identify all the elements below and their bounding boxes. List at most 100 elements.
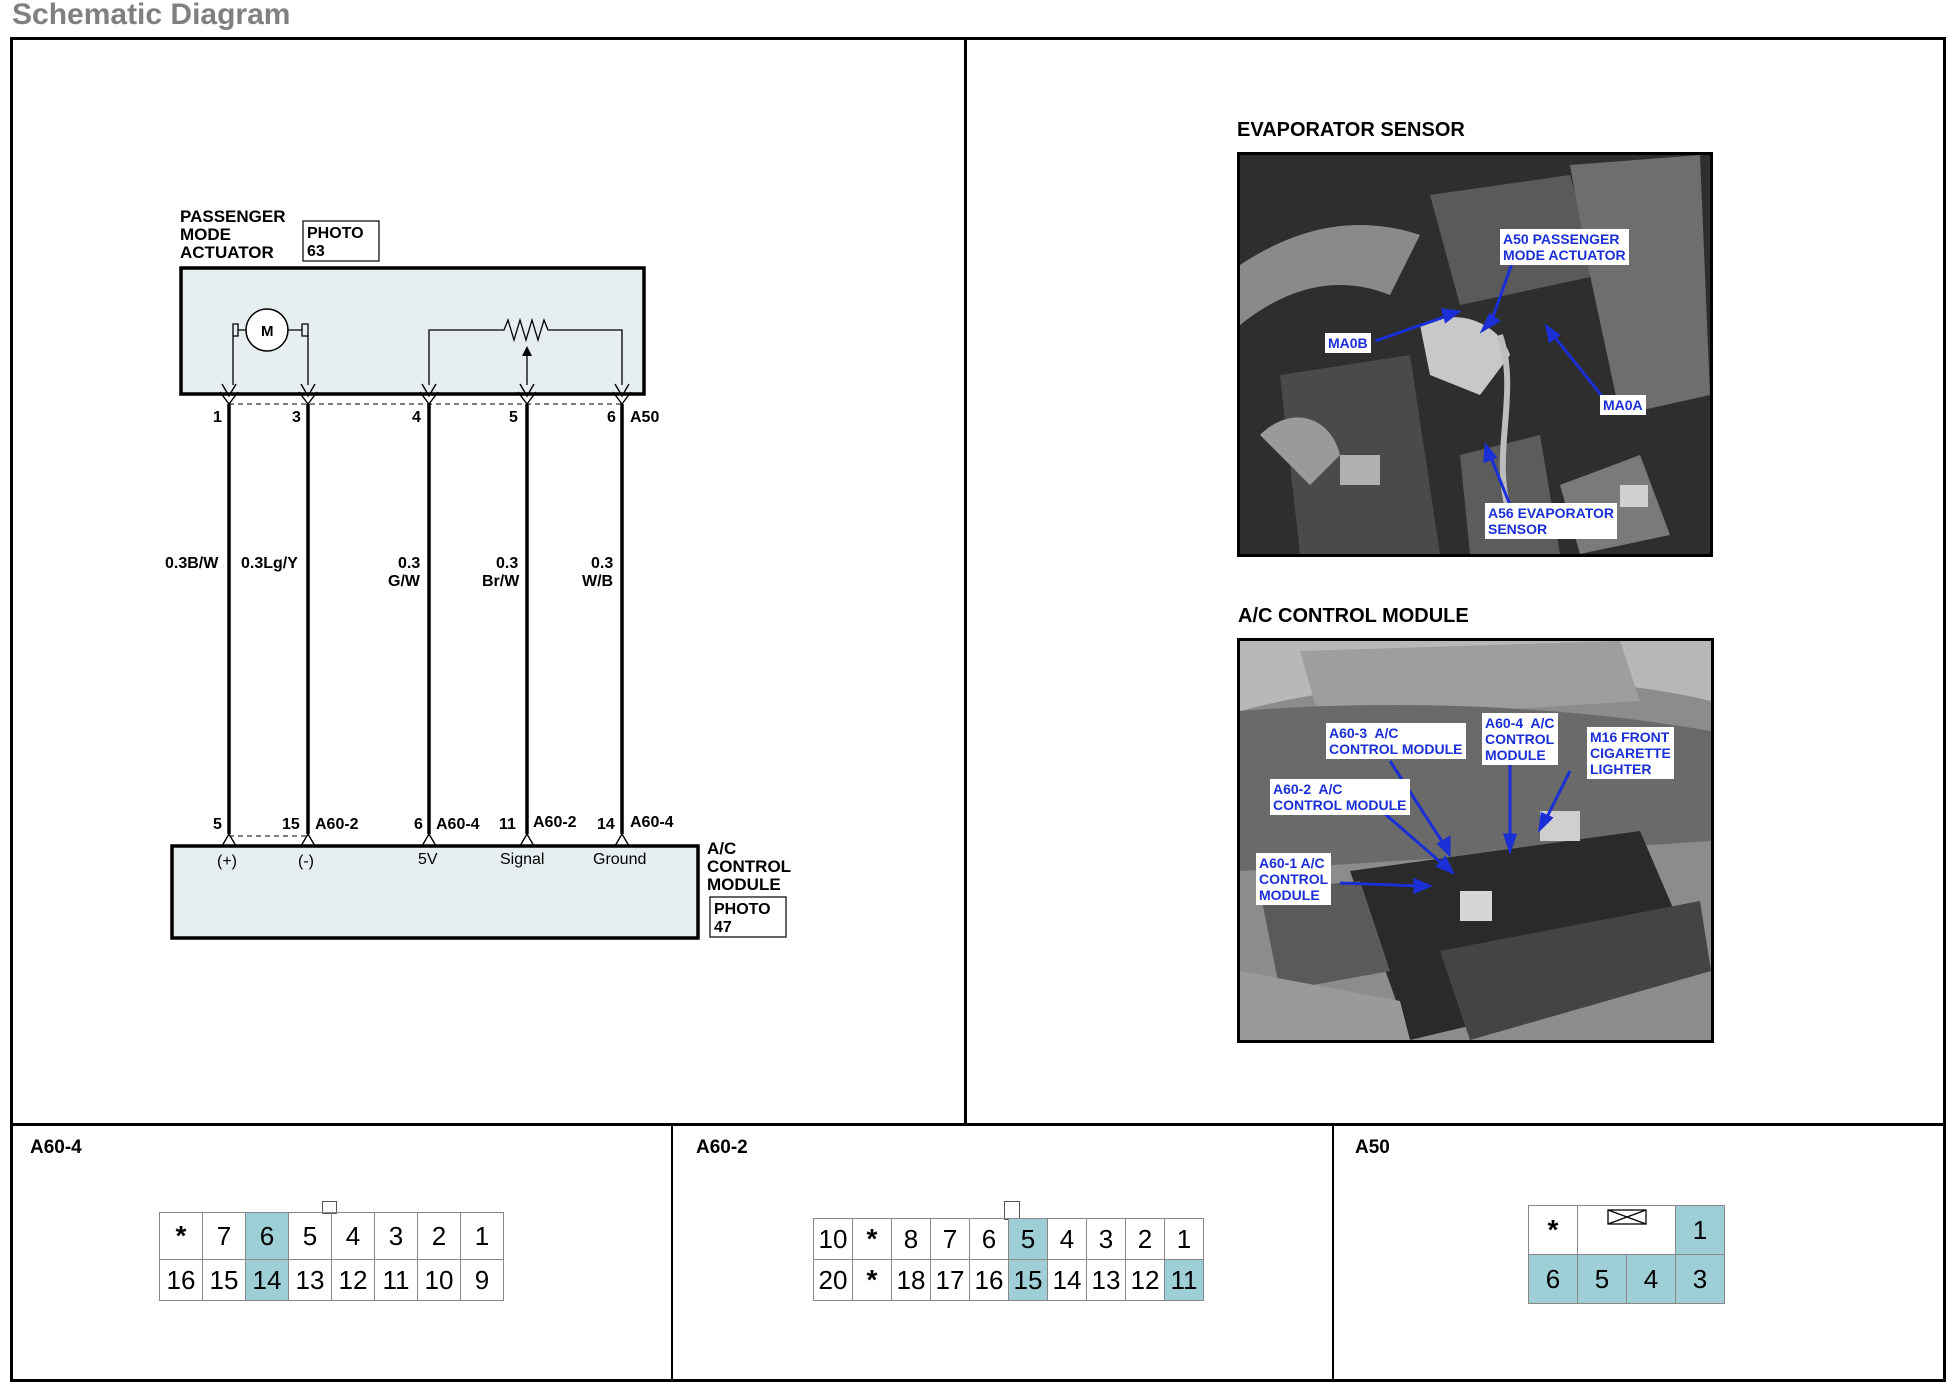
latch-lock-icon — [1606, 1209, 1647, 1225]
motor-leads — [232, 329, 309, 385]
pin-cell: 6 — [969, 1218, 1009, 1260]
pin-cell: 14 — [1047, 1259, 1087, 1301]
pin-cell: 12 — [1125, 1259, 1165, 1301]
connector-a60-2-label: A60-2 — [696, 1137, 748, 1158]
top-pin-3: 3 — [292, 409, 301, 426]
connector-a60-4-row-1: * 7 6 5 4 3 2 1 — [159, 1212, 504, 1260]
wire-label-4-gauge: 0.3 — [398, 555, 420, 572]
frame-divider-horizontal — [10, 1123, 1946, 1126]
pin-cell: * — [852, 1218, 892, 1260]
bottom-pin-5: 5 — [213, 816, 222, 833]
pin-cell: * — [852, 1259, 892, 1301]
connector-a50-label: A50 — [1355, 1137, 1390, 1158]
wire-label-4-color: G/W — [388, 573, 421, 590]
terminal-label-plus: (+) — [217, 853, 237, 870]
module-name-line-3: MODULE — [707, 875, 781, 894]
top-pin-4: 4 — [412, 409, 421, 426]
frame-divider-vertical — [964, 37, 967, 1125]
pin-cell: 6 — [1528, 1254, 1578, 1304]
module-name-line-1: A/C — [707, 839, 736, 858]
actuator-photo-ref-box — [302, 220, 380, 262]
bottom-pin-6: 6 — [414, 816, 423, 833]
pin-cell: 5 — [1577, 1254, 1627, 1304]
pin-cell: 8 — [891, 1218, 931, 1260]
top-pin-1: 1 — [213, 409, 222, 426]
actuator-name-line-2: MODE — [180, 225, 231, 244]
terminal-label-5v: 5V — [418, 851, 438, 868]
callout-ma0b: MA0B — [1325, 333, 1371, 353]
evaporator-photo-title: EVAPORATOR SENSOR — [1237, 119, 1465, 141]
wire-label-3: 0.3Lg/Y — [241, 555, 298, 572]
pin-cell: 2 — [417, 1212, 461, 1260]
callout-ma0a: MA0A — [1600, 395, 1646, 415]
bottom-pin-14: 14 — [597, 816, 615, 833]
pin-cell: 1 — [1675, 1205, 1725, 1255]
connector-a60-4-pinout: * 7 6 5 4 3 2 1 16 15 14 13 12 11 10 9 — [159, 1212, 504, 1301]
pin-cell: 10 — [813, 1218, 853, 1260]
pin-cell: 4 — [1626, 1254, 1676, 1304]
pin-cell: 10 — [417, 1259, 461, 1301]
frame-divider-connector-2 — [1332, 1123, 1334, 1382]
module-photo-ref-box — [709, 896, 787, 938]
pin-cell: 7 — [930, 1218, 970, 1260]
page-title: Schematic Diagram — [12, 0, 291, 31]
pin-cell: 5 — [1008, 1218, 1048, 1260]
pin-cell: 17 — [930, 1259, 970, 1301]
module-box — [170, 844, 700, 940]
wire-label-5-color: Br/W — [482, 573, 520, 590]
pin-cell: 4 — [331, 1212, 375, 1260]
terminal-label-ground: Ground — [593, 851, 646, 868]
pin-cell: * — [1528, 1205, 1578, 1255]
motor-letter: M — [261, 323, 274, 340]
pin-cell: 16 — [969, 1259, 1009, 1301]
potentiometer-symbol — [428, 317, 623, 385]
connector-a60-4-row-2: 16 15 14 13 12 11 10 9 — [159, 1259, 504, 1301]
actuator-name-line-1: PASSENGER — [180, 207, 286, 226]
module-terminals — [221, 832, 630, 847]
connector-a60-4-label: A60-4 — [30, 1137, 82, 1158]
actuator-photo-ref-line-1: PHOTO — [307, 225, 364, 242]
pin-cell: * — [159, 1212, 203, 1260]
bottom-conn-a60-4-right: A60-4 — [630, 814, 674, 831]
pin-cell: 11 — [374, 1259, 418, 1301]
pin-cell: 9 — [460, 1259, 504, 1301]
connector-a50-row-1: * 1 — [1528, 1205, 1725, 1255]
pin-cell: 12 — [331, 1259, 375, 1301]
callout-a60-4: A60-4 A/C CONTROL MODULE — [1482, 713, 1558, 765]
pin-cell: 7 — [202, 1212, 246, 1260]
evaporator-photo-image — [1240, 155, 1710, 554]
wire-label-5-gauge: 0.3 — [496, 555, 518, 572]
wire-label-1: 0.3B/W — [165, 555, 219, 572]
pin-cell: 1 — [460, 1212, 504, 1260]
pin-cell: 11 — [1164, 1259, 1204, 1301]
pin-cell: 4 — [1047, 1218, 1087, 1260]
top-connector-a50: A50 — [630, 409, 659, 426]
pin-cell: 15 — [202, 1259, 246, 1301]
pin-cell: 14 — [245, 1259, 289, 1301]
connector-a50-row-2: 6 5 4 3 — [1528, 1254, 1725, 1304]
pin-cell: 3 — [374, 1212, 418, 1260]
pin-cell: 6 — [245, 1212, 289, 1260]
pin-cell: 1 — [1164, 1218, 1204, 1260]
bottom-pin-15: 15 — [282, 816, 300, 833]
module-photo-ref-line-2: 47 — [714, 919, 732, 936]
top-pin-5: 5 — [509, 409, 518, 426]
ac-module-photo: A60-3 A/C CONTROL MODULE A60-4 A/C CONTR… — [1237, 638, 1714, 1043]
actuator-name-line-3: ACTUATOR — [180, 243, 274, 262]
ac-module-photo-image — [1240, 641, 1711, 1040]
callout-a60-2: A60-2 A/C CONTROL MODULE — [1270, 779, 1410, 815]
pin-cell: 5 — [288, 1212, 332, 1260]
actuator-photo-ref-line-2: 63 — [307, 243, 325, 260]
connector-a60-2-row-2: 20 * 18 17 16 15 14 13 12 11 — [813, 1259, 1204, 1301]
module-name-line-2: CONTROL — [707, 857, 791, 876]
pin-cell: 13 — [288, 1259, 332, 1301]
pin-cell: 13 — [1086, 1259, 1126, 1301]
callout-m16-front-cigarette-lighter: M16 FRONT CIGARETTE LIGHTER — [1587, 727, 1674, 779]
connector-a50-lock-area — [1577, 1205, 1676, 1255]
pin-cell: 18 — [891, 1259, 931, 1301]
top-pin-6: 6 — [607, 409, 616, 426]
callout-a60-1: A60-1 A/C CONTROL MODULE — [1256, 853, 1332, 905]
bottom-pin-11: 11 — [499, 816, 516, 833]
connector-a60-2-row-1: 10 * 8 7 6 5 4 3 2 1 — [813, 1218, 1204, 1260]
callout-a50-passenger-mode-actuator: A50 PASSENGER MODE ACTUATOR — [1500, 229, 1629, 265]
